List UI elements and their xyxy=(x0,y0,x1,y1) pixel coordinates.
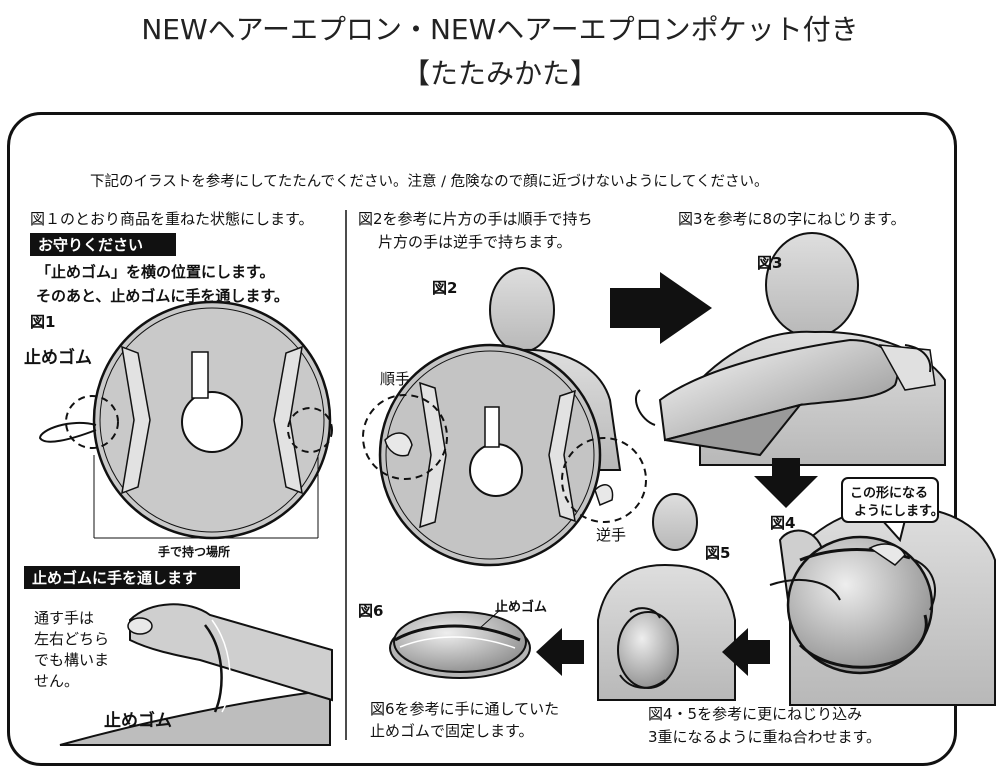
step2-text-1: 図2を参考に片方の手は順手で持ち xyxy=(358,210,593,228)
step2-text-2: 片方の手は逆手で持ちます。 xyxy=(378,233,572,251)
fig3-label: 図3 xyxy=(757,254,783,272)
page-subtitle: 【たたみかた】 xyxy=(401,57,598,90)
arrow-down-icon xyxy=(754,458,818,508)
step5-text-2: 3重になるように重ね合わせます。 xyxy=(648,728,882,746)
step6-text-1: 図6を参考に手に通していた xyxy=(370,700,560,718)
fig4-speech-bubble xyxy=(841,477,939,523)
fig5-label: 図5 xyxy=(705,544,731,562)
step3-text: 図3を参考に8の字にねじります。 xyxy=(678,210,906,228)
arrow-left-icon-2 xyxy=(536,628,584,676)
figure-1b-hand xyxy=(59,603,333,746)
arrow-right-icon xyxy=(610,272,712,344)
fig6-gum-label: 止めゴム xyxy=(495,600,548,615)
figure-1-apron-disk xyxy=(38,300,333,540)
fig2-reverse-label: 逆手 xyxy=(596,526,627,544)
fig4-label: 図4 xyxy=(770,514,796,532)
fig1-label: 図1 xyxy=(30,313,56,331)
fig6-label: 図6 xyxy=(358,602,384,620)
intro-text: 下記のイラストを参考にしてたたんでください。注意 / 危険なので顔に近づけないよ… xyxy=(90,174,769,190)
figure-2-person-holding xyxy=(362,267,647,567)
figure-6-folded xyxy=(389,609,531,679)
figure-4-figure-eight xyxy=(769,506,996,706)
step1b-note-1: 通す手は xyxy=(34,609,95,627)
page-title: NEWヘアーエプロン・NEWヘアーエプロンポケット付き xyxy=(141,13,859,46)
step6-text-2: 止めゴムで固定します。 xyxy=(370,722,534,740)
figure-3-twisting xyxy=(635,232,946,466)
step5-text-1: 図4・5を参考に更にねじり込み xyxy=(648,705,863,723)
fig1b-gum-label: 止めゴム xyxy=(104,711,172,731)
figure-5-layering xyxy=(597,493,736,701)
step1-badge: お守りください xyxy=(30,233,176,256)
fig1-grip-label: 手で持つ場所 xyxy=(158,545,231,559)
fig2-forward-label: 順手 xyxy=(380,370,411,388)
step1b-note-3: でも構いま xyxy=(34,651,110,669)
step1-text: 図１のとおり商品を重ねた状態にします。 xyxy=(30,210,314,228)
step1b-note-2: 左右どちら xyxy=(34,630,110,648)
step1b-badge: 止めゴムに手を通します xyxy=(24,566,240,589)
fig4-bubble-line2: ようにします。 xyxy=(854,504,944,519)
instruction-frame xyxy=(7,112,957,766)
fig1-gum-label: 止めゴム xyxy=(24,348,92,368)
arrow-left-icon xyxy=(722,628,770,676)
step1b-note-4: せん。 xyxy=(34,672,80,690)
fig4-bubble-line1: この形になる xyxy=(850,486,929,501)
step1-note1: 「止めゴム」を横の位置にします。 xyxy=(36,263,275,281)
step1-note2: そのあと、止めゴムに手を通します。 xyxy=(36,287,289,305)
fig2-label: 図2 xyxy=(432,279,458,297)
